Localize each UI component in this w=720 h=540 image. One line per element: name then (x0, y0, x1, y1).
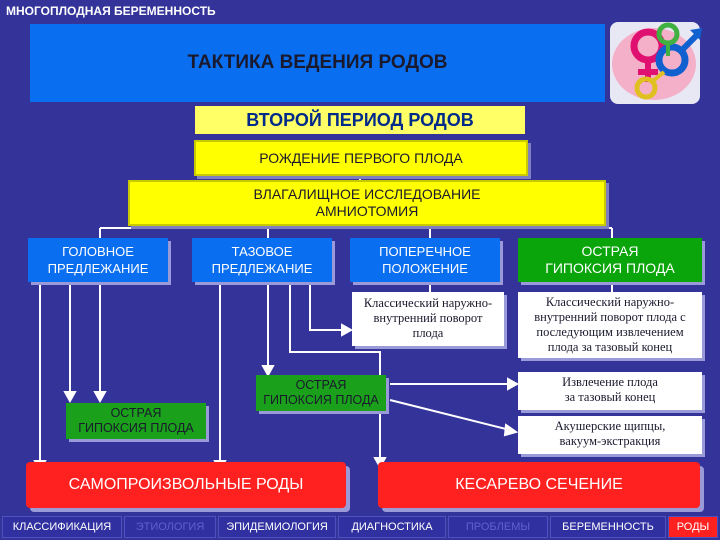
extraction-label-2: за тазовый конец (564, 390, 656, 404)
version-extraction-label-2: внутренний поворот плода с (534, 310, 686, 324)
nav-diagnostics[interactable]: ДИАГНОСТИКА (338, 516, 446, 538)
nav-epidemiology[interactable]: ЭПИДЕМИОЛОГИЯ (218, 516, 336, 538)
classic-version-box: Классический наружно- внутренний поворот… (352, 292, 504, 346)
nav-problems[interactable]: ПРОБЛЕМЫ (448, 516, 548, 538)
extraction-label-1: Извлечение плода (562, 375, 658, 389)
version-extraction-label-3: последующим извлечением (536, 325, 684, 339)
forceps-box: Акушерские щипцы, вакуум-экстракция (518, 416, 702, 454)
head-presentation-box: ГОЛОВНОЕ ПРЕДЛЕЖАНИЕ (28, 238, 168, 282)
pelvic-presentation-label-2: ПРЕДЛЕЖАНИЕ (211, 261, 313, 276)
vaginal-exam-label: ВЛАГАЛИЩНОЕ ИССЛЕДОВАНИЕ (253, 186, 481, 202)
title-bar (30, 24, 605, 102)
forceps-label-1: Акушерские щипцы, (554, 419, 666, 433)
head-presentation-label-2: ПРЕДЛЕЖАНИЕ (47, 261, 149, 276)
transverse-position-label-2: ПОЛОЖЕНИЕ (382, 261, 468, 276)
classic-version-label-1: Классический наружно- (363, 296, 493, 310)
cesarean-box: КЕСАРЕВО СЕЧЕНИЕ (378, 462, 700, 508)
acute-hypoxia-left-label-1: ОСТРАЯ (110, 406, 162, 420)
spontaneous-birth-box: САМОПРОИЗВОЛЬНЫЕ РОДЫ (26, 462, 346, 508)
amniotomy-label: АМНИОТОМИЯ (315, 203, 419, 219)
spontaneous-birth-label: САМОПРОИЗВОЛЬНЫЕ РОДЫ (68, 476, 304, 493)
version-extraction-box: Классический наружно- внутренний поворот… (518, 292, 702, 358)
classic-version-label-2: внутренний поворот (373, 311, 483, 325)
version-extraction-label-1: Классический наружно- (545, 295, 675, 309)
nav-etiology[interactable]: ЭТИОЛОГИЯ (124, 516, 216, 538)
nav-classification[interactable]: КЛАССИФИКАЦИЯ (2, 516, 122, 538)
first-fetus-birth-label: РОЖДЕНИЕ ПЕРВОГО ПЛОДА (259, 150, 463, 166)
acute-hypoxia-top-label-2: ГИПОКСИЯ ПЛОДА (545, 260, 675, 276)
nav-pregnancy[interactable]: БЕРЕМЕННОСТЬ (550, 516, 666, 538)
nav-labor[interactable]: РОДЫ (668, 516, 718, 538)
pelvic-presentation-label-1: ТАЗОВОЕ (231, 244, 293, 259)
version-extraction-label-4: плода за тазовый конец (547, 340, 673, 354)
page-title: ТАКТИКА ВЕДЕНИЯ РОДОВ (187, 52, 448, 73)
acute-hypoxia-mid-label-2: ГИПОКСИЯ ПЛОДА (263, 393, 379, 407)
forceps-label-2: вакуум-экстракция (559, 434, 661, 448)
pelvic-presentation-box: ТАЗОВОЕ ПРЕДЛЕЖАНИЕ (192, 238, 332, 282)
transverse-position-box: ПОПЕРЕЧНОЕ ПОЛОЖЕНИЕ (350, 238, 500, 282)
acute-hypoxia-left-label-2: ГИПОКСИЯ ПЛОДА (78, 421, 194, 435)
acute-hypoxia-top-label-1: ОСТРАЯ (581, 243, 639, 259)
gender-symbols-icon (606, 4, 720, 112)
vaginal-exam-box: ВЛАГАЛИЩНОЕ ИССЛЕДОВАНИЕ АМНИОТОМИЯ (128, 180, 606, 226)
acute-hypoxia-mid-label-1: ОСТРАЯ (295, 378, 347, 392)
first-fetus-birth-box: РОЖДЕНИЕ ПЕРВОГО ПЛОДА (194, 140, 528, 176)
transverse-position-label-1: ПОПЕРЕЧНОЕ (379, 244, 471, 259)
acute-hypoxia-left-box: ОСТРАЯ ГИПОКСИЯ ПЛОДА (66, 403, 206, 439)
extraction-box: Извлечение плода за тазовый конец (518, 372, 702, 410)
acute-hypoxia-mid-box: ОСТРАЯ ГИПОКСИЯ ПЛОДА (256, 375, 386, 411)
topbar-title: МНОГОПЛОДНАЯ БЕРЕМЕННОСТЬ (0, 0, 720, 22)
cesarean-label: КЕСАРЕВО СЕЧЕНИЕ (455, 476, 623, 493)
head-presentation-label-1: ГОЛОВНОЕ (62, 244, 134, 259)
subtitle: ВТОРОЙ ПЕРИОД РОДОВ (195, 106, 525, 134)
classic-version-label-3: плода (412, 326, 444, 340)
bottom-nav: КЛАССИФИКАЦИЯ ЭТИОЛОГИЯ ЭПИДЕМИОЛОГИЯ ДИ… (0, 516, 720, 540)
acute-hypoxia-top-box: ОСТРАЯ ГИПОКСИЯ ПЛОДА (518, 238, 702, 282)
